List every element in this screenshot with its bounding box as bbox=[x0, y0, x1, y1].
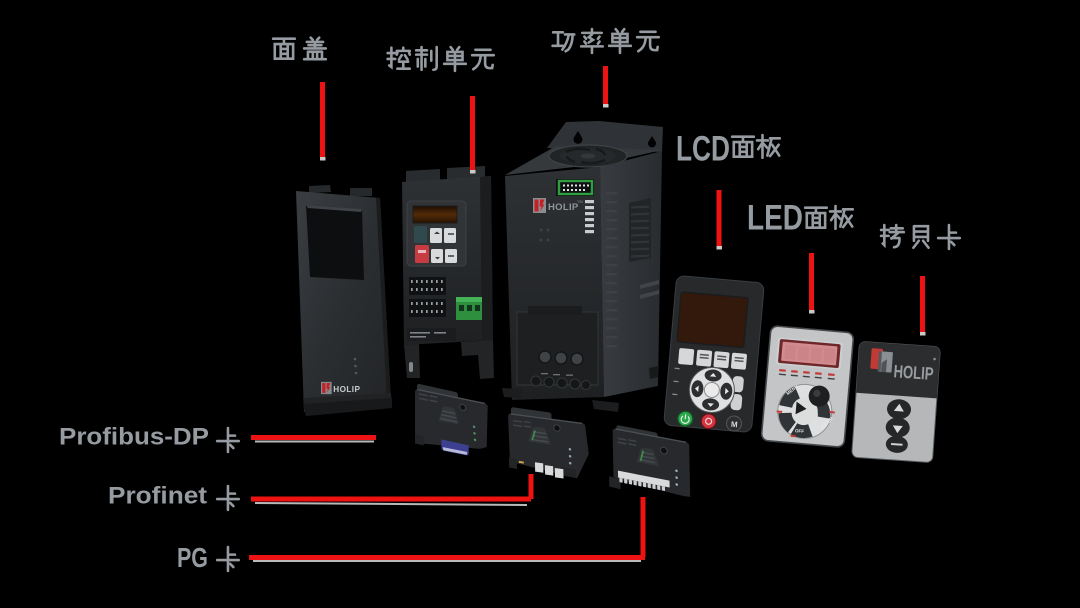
svg-text:MENU: MENU bbox=[785, 384, 799, 396]
svg-text:Profinet: Profinet bbox=[108, 483, 207, 510]
svg-text:OFF: OFF bbox=[795, 428, 805, 434]
svg-text:Profibus-DP: Profibus-DP bbox=[59, 424, 209, 451]
svg-text:TM: TM bbox=[577, 199, 583, 204]
svg-text:LED: LED bbox=[747, 199, 803, 238]
svg-text:HOLIP: HOLIP bbox=[893, 361, 934, 384]
svg-text:M: M bbox=[731, 420, 739, 430]
svg-text:PG: PG bbox=[177, 542, 208, 573]
svg-text:HOLIP: HOLIP bbox=[548, 202, 579, 213]
svg-text:HOLIP: HOLIP bbox=[333, 385, 360, 394]
svg-text:LCD: LCD bbox=[676, 130, 730, 169]
